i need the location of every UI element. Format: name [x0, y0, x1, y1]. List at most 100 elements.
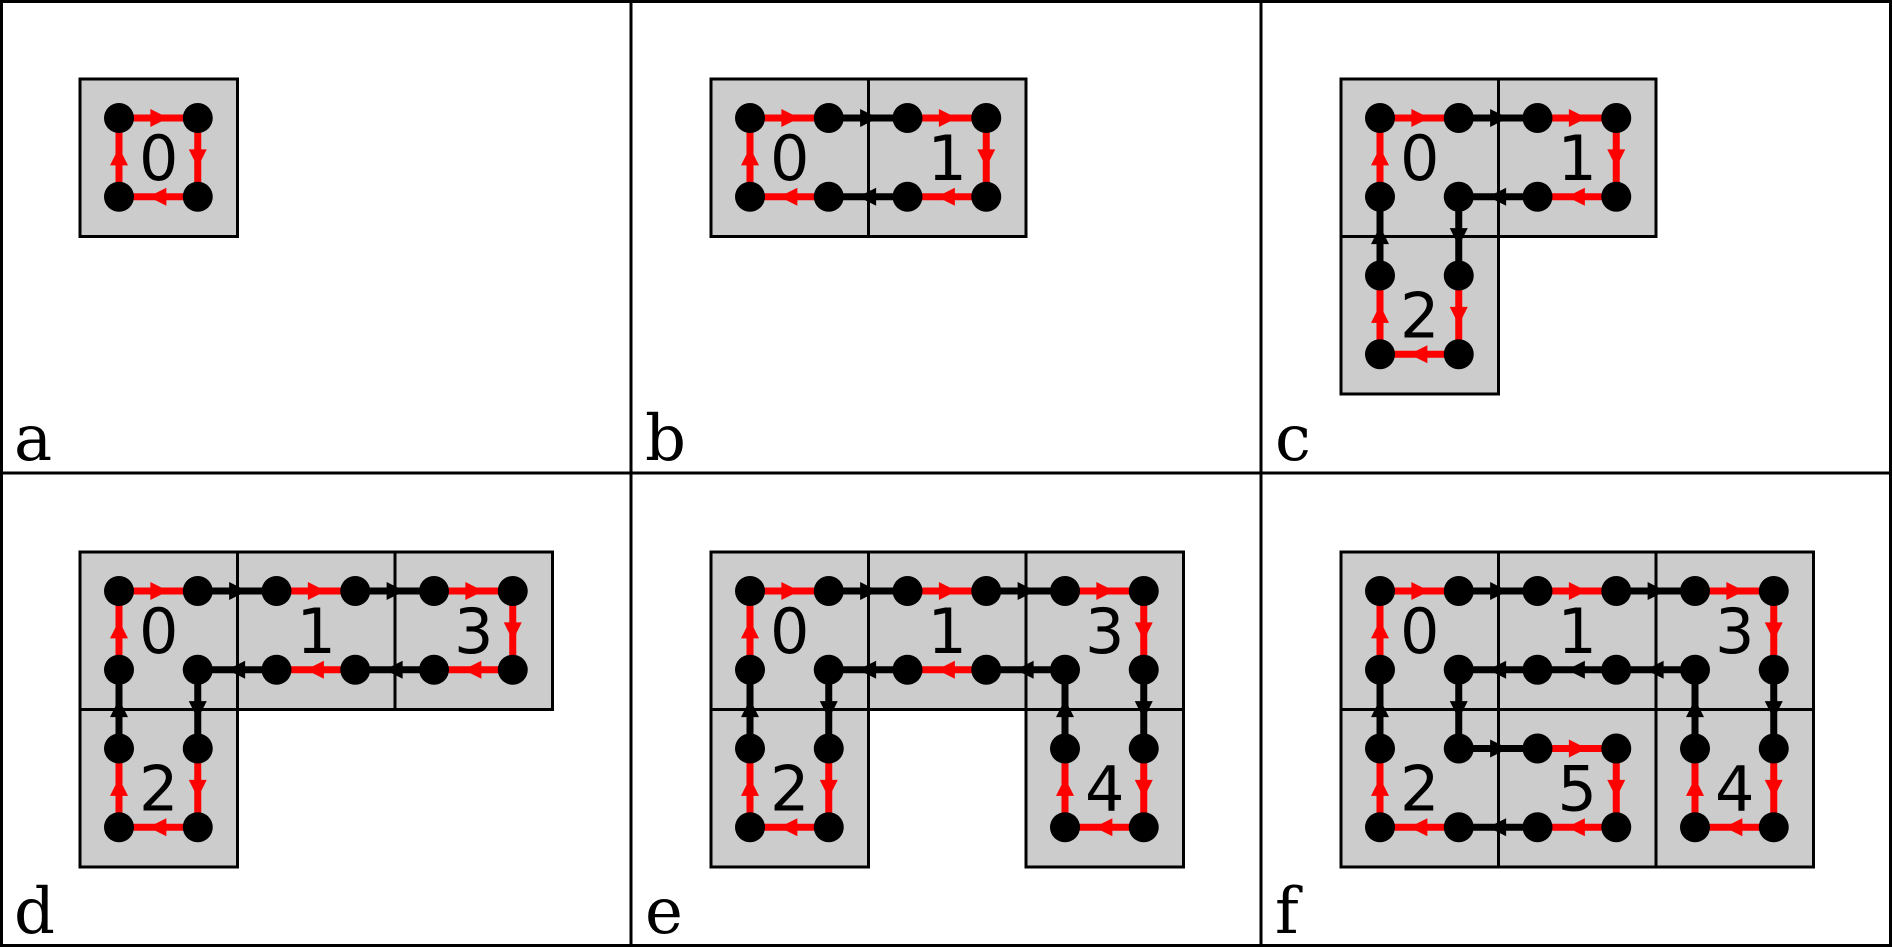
edge-arrowhead: [938, 109, 957, 127]
edge-arrowhead: [1409, 345, 1428, 364]
edge-arrowhead: [977, 149, 996, 168]
edge-arrowhead: [1411, 582, 1430, 600]
edge-arrowhead: [1566, 187, 1585, 206]
edge-arrowhead: [307, 582, 326, 600]
edge-arrowhead: [110, 777, 128, 796]
path-node: [1758, 733, 1789, 764]
path-node: [261, 654, 292, 685]
path-node: [1522, 576, 1553, 606]
edge-arrowhead: [1488, 660, 1507, 679]
edge-arrowhead: [1371, 699, 1389, 718]
panel-letter-f: f: [1275, 875, 1303, 947]
edge-arrowhead: [858, 187, 877, 206]
path-node: [1128, 576, 1159, 606]
path-node: [971, 654, 1002, 685]
path-node: [1601, 733, 1632, 764]
edge-arrowhead: [1686, 777, 1704, 796]
path-node: [1050, 654, 1080, 685]
panel-letter-a: a: [14, 402, 52, 476]
path-node: [1050, 576, 1080, 606]
path-node: [1680, 812, 1710, 843]
edge-arrowhead: [936, 660, 955, 679]
edge-arrowhead: [741, 699, 759, 718]
cell-label-0: 0: [770, 595, 809, 668]
path-node: [971, 576, 1002, 606]
path-node: [104, 103, 134, 133]
path-node: [1443, 260, 1474, 291]
cell-label-0: 0: [1400, 595, 1439, 668]
edge-arrowhead: [741, 147, 759, 166]
path-node: [735, 733, 765, 764]
edge-arrowhead: [1411, 109, 1430, 127]
cell-label-3: 3: [1715, 595, 1754, 668]
cell-label-0: 0: [139, 122, 178, 195]
path-node: [1758, 654, 1789, 685]
path-node: [813, 733, 844, 764]
path-node: [1522, 812, 1553, 843]
panel-a: 0a: [14, 77, 239, 476]
path-node: [1601, 103, 1632, 133]
cell-label-4: 4: [1715, 752, 1754, 825]
path-node: [971, 181, 1002, 212]
cell-label-2: 2: [139, 752, 178, 825]
edge-arrowhead: [1488, 818, 1507, 837]
edge-arrowhead: [1607, 779, 1626, 798]
path-node: [813, 576, 844, 606]
panel-letter-c: c: [1275, 402, 1311, 476]
panel-letter-b: b: [645, 402, 686, 476]
path-node: [892, 654, 923, 685]
path-node: [1601, 181, 1632, 212]
path-node: [340, 576, 371, 606]
path-node: [1128, 654, 1159, 685]
edge-arrowhead: [1094, 818, 1113, 837]
cell-label-1: 1: [297, 595, 336, 668]
path-node: [182, 812, 213, 843]
cell-0: [709, 550, 870, 711]
edge-arrowhead: [858, 660, 877, 679]
cell-label-1: 1: [928, 122, 967, 195]
path-node: [1365, 733, 1395, 764]
edge-arrowhead: [1726, 582, 1745, 600]
edge-arrowhead: [779, 818, 798, 837]
edge-arrowhead: [1371, 304, 1389, 323]
edge-arrowhead: [781, 582, 800, 600]
edge-arrowhead: [1371, 147, 1389, 166]
cell-0: [78, 550, 239, 711]
path-node: [1443, 654, 1474, 685]
edge-arrowhead: [1686, 699, 1704, 718]
cell-label-2: 2: [1400, 752, 1439, 825]
edge-arrowhead: [1647, 582, 1666, 600]
edge-arrowhead: [741, 777, 759, 796]
edge-arrowhead: [1371, 226, 1389, 245]
cell-3: [1654, 550, 1815, 711]
cell-4: [1654, 708, 1815, 869]
edge-arrowhead: [188, 779, 207, 798]
edge-arrowhead: [819, 701, 838, 720]
edge-arrowhead: [150, 109, 169, 127]
path-node: [104, 733, 134, 764]
path-node: [892, 576, 923, 606]
edge-arrowhead: [741, 620, 759, 639]
edge-arrowhead: [1566, 660, 1585, 679]
path-node: [1365, 654, 1395, 685]
edge-arrowhead: [1490, 739, 1509, 758]
path-node: [497, 654, 528, 685]
cell-0: [78, 77, 239, 238]
path-node: [1443, 103, 1474, 133]
path-node: [104, 654, 134, 685]
edge-arrowhead: [1488, 187, 1507, 206]
edge-arrowhead: [188, 701, 207, 720]
path-node: [1601, 654, 1632, 685]
path-node: [1365, 812, 1395, 843]
edge-arrowhead: [1449, 228, 1468, 247]
edge-arrowhead: [1371, 620, 1389, 639]
path-node: [813, 181, 844, 212]
edge-arrowhead: [305, 660, 324, 679]
edge-arrowhead: [1409, 818, 1428, 837]
path-node: [1680, 654, 1710, 685]
edge-arrowhead: [1764, 701, 1783, 720]
cell-4: [1024, 708, 1185, 869]
